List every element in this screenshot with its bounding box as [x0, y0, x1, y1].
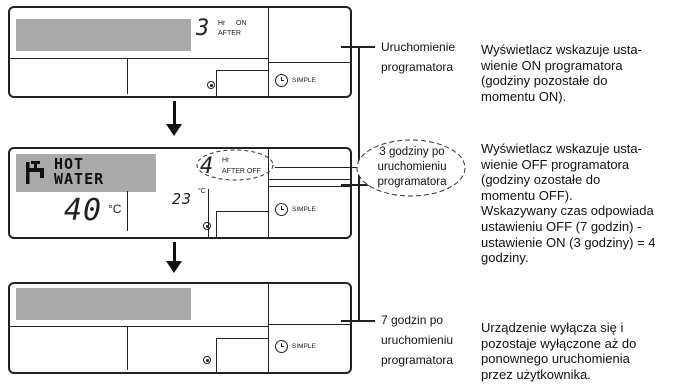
dot-icon	[207, 81, 215, 89]
panel-divider	[268, 8, 269, 96]
down-arrow	[173, 242, 176, 262]
display-panel-off: SIMPLE	[8, 282, 352, 374]
panel-divider	[268, 284, 269, 372]
description-on: Wyświetlacz wskazuje usta- wienie ON pro…	[481, 42, 642, 104]
faucet-icon	[22, 158, 50, 186]
mode-label: HOT WATER	[54, 155, 105, 188]
set-temp-unit: °C	[108, 202, 122, 216]
panel-divider	[268, 62, 350, 63]
timer-hours-digit: 4	[200, 154, 215, 179]
down-arrow	[173, 101, 176, 125]
panel-divider	[216, 338, 268, 339]
dot-icon	[203, 222, 211, 230]
timeline-tick-end	[341, 320, 375, 322]
panel-divider	[127, 326, 128, 370]
callout-bubble	[356, 139, 466, 197]
simple-label: SIMPLE	[292, 77, 316, 84]
description-off: Wyświetlacz wskazuje usta- wienie OFF pr…	[481, 141, 656, 266]
timer-highlight-ellipse	[196, 149, 274, 181]
after-off-indicator: AFTER OFF	[222, 168, 261, 175]
room-temp-unit: °C	[198, 188, 206, 195]
clock-icon	[275, 74, 288, 87]
panel-divider	[216, 70, 217, 96]
panel-divider	[216, 211, 268, 212]
panel-divider	[216, 70, 268, 71]
clock-icon	[275, 203, 288, 216]
clock-icon	[275, 340, 288, 353]
display-panel-timer-off: HOT WATER 40 °C 23 °C 4 Hr AFTER OFF SIM…	[8, 147, 352, 239]
panel-divider	[10, 58, 268, 59]
timeline-tick-start	[341, 46, 375, 48]
set-temperature: 40	[64, 193, 103, 228]
blank-display-area	[16, 288, 191, 320]
after-indicator: AFTER	[218, 30, 241, 37]
panel-divider	[216, 338, 217, 372]
on-indicator: ON	[236, 20, 247, 27]
description-end: Urządzenie wyłącza się i pozostaje wyłąc…	[481, 320, 637, 382]
hr-unit: Hr	[218, 20, 226, 27]
simple-label: SIMPLE	[292, 206, 316, 213]
timeline-tick-mid	[341, 184, 375, 186]
dot-icon	[203, 356, 211, 364]
hr-unit: Hr	[222, 157, 230, 164]
display-panel-timer-on: 3 Hr ON AFTER SIMPLE	[8, 6, 352, 98]
label-timer-start: Uruchomienie programatora	[381, 40, 456, 74]
simple-label: SIMPLE	[292, 343, 316, 350]
panel-divider	[268, 149, 269, 237]
connector-line	[275, 167, 359, 168]
panel-divider	[10, 326, 268, 327]
room-temperature: 23	[172, 190, 193, 208]
callout-text: 3 godziny po uruchomieniu programatora	[377, 146, 447, 188]
panel-divider	[268, 179, 350, 180]
timer-hours-digit: 3	[196, 16, 211, 41]
panel-divider	[216, 211, 217, 237]
panel-divider	[127, 58, 128, 94]
down-arrow-head	[166, 261, 182, 273]
down-arrow-head	[166, 124, 182, 136]
panel-divider	[127, 191, 128, 231]
label-timer-end: 7 godzin po uruchomieniu programatora	[381, 313, 454, 367]
timeline-bar	[358, 46, 360, 320]
blank-display-area	[16, 19, 191, 51]
panel-divider	[208, 189, 209, 237]
panel-divider	[268, 186, 350, 187]
mode-display-area	[16, 154, 156, 192]
panel-divider	[268, 324, 350, 325]
